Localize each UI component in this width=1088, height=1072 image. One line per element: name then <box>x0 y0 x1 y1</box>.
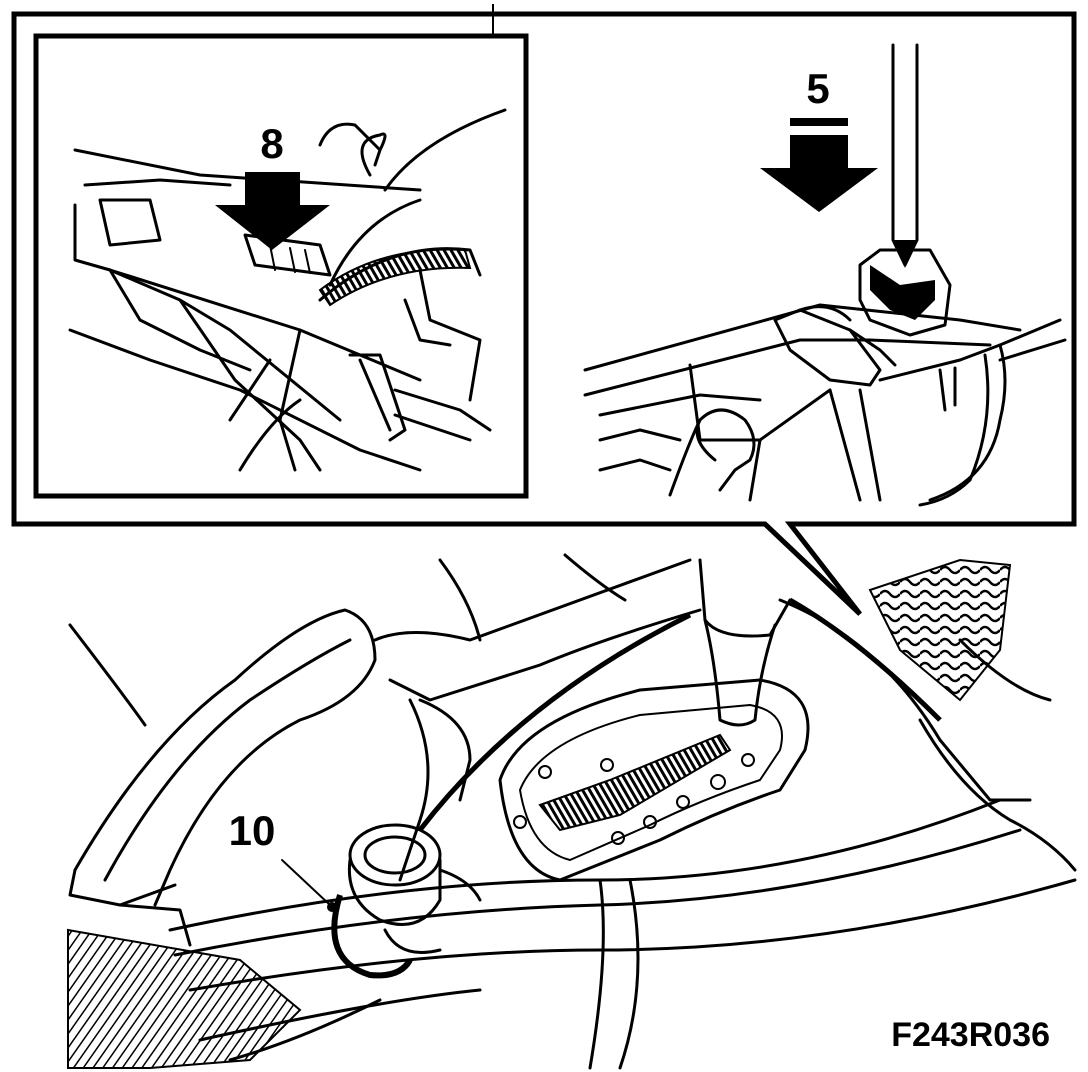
press-arrow-5 <box>760 135 878 212</box>
press-arrow-8 <box>215 172 330 250</box>
callout-8: 8 <box>260 120 283 167</box>
floor-mat-texture <box>868 558 1012 702</box>
callout-5: 5 <box>806 65 829 112</box>
cup-holder <box>331 823 482 979</box>
figure-id: F243R036 <box>891 1016 1050 1054</box>
shift-trim-plate <box>498 678 810 882</box>
callout-10: 10 <box>229 807 276 854</box>
right-inset: 5 <box>583 43 1067 507</box>
main-console-illustration <box>67 553 1077 1070</box>
left-inset: 8 <box>33 33 529 499</box>
footwell-hatch <box>67 928 302 1069</box>
